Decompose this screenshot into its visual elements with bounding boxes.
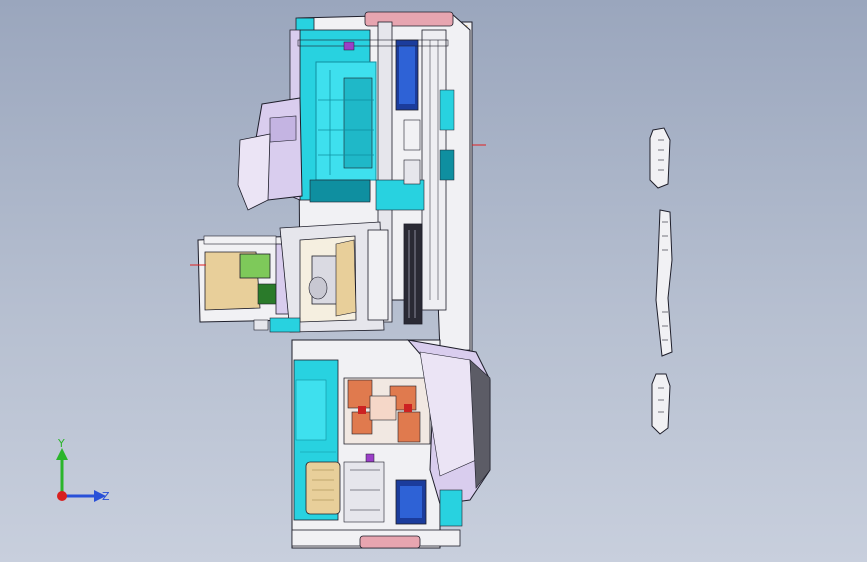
z-axis-label: Z	[102, 490, 110, 503]
vent-part-bottom[interactable]	[651, 373, 671, 435]
y-axis-label: Y	[57, 438, 65, 450]
vent-part-top[interactable]	[649, 127, 671, 189]
z-axis-arrowhead	[94, 490, 106, 502]
vent-part-middle[interactable]	[655, 209, 673, 357]
dashboard-assembly[interactable]	[190, 11, 491, 549]
orientation-triad[interactable]: Y Z	[44, 438, 114, 510]
x-axis-dot	[57, 491, 67, 501]
y-axis-arrowhead	[56, 448, 68, 460]
